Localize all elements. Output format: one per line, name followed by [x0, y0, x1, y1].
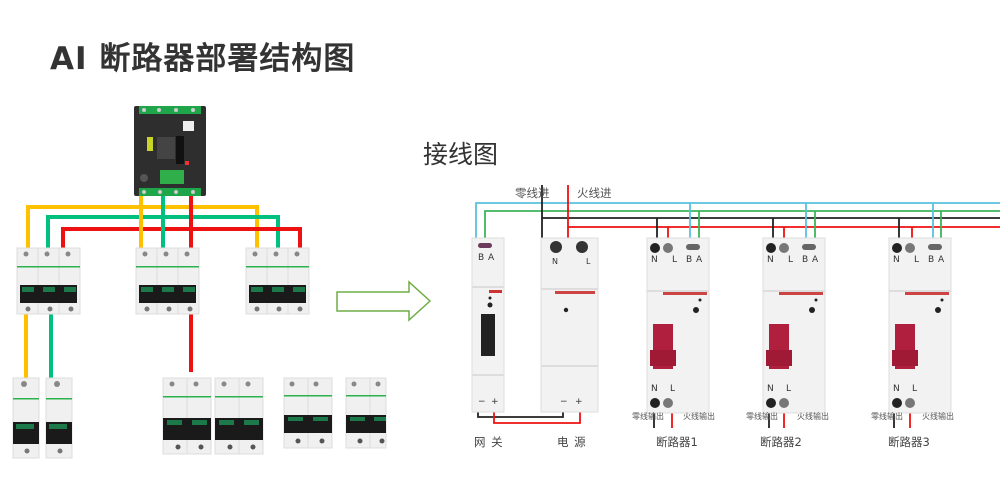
b1-top-b: B	[686, 255, 693, 265]
breaker-2p-a	[162, 377, 212, 455]
b1-top-l: L	[672, 255, 678, 265]
gateway-label: 网 关	[474, 435, 504, 449]
ai-breaker-3	[888, 237, 952, 414]
b3-top-a: A	[938, 255, 945, 265]
psu-terminal-minus: −	[560, 397, 568, 407]
level2-breakers	[12, 377, 387, 459]
page-title: AI 断路器部署结构图	[50, 41, 356, 77]
gateway-terminal-a: A	[488, 253, 495, 263]
main-breaker	[134, 106, 206, 196]
b3-bottom-l: L	[912, 384, 918, 394]
b1-bottom-l: L	[670, 384, 676, 394]
bus-rs485-a	[484, 210, 1000, 244]
b1-live-out-label: 火线输出	[683, 412, 715, 421]
gateway-device	[471, 237, 505, 413]
breaker-1p-b	[45, 377, 73, 459]
b3-top-b: B	[928, 255, 935, 265]
bus-live	[567, 185, 1000, 228]
breaker-3p-3	[245, 247, 310, 315]
b1-bottom-n: N	[651, 384, 658, 394]
b2-top-n: N	[767, 255, 774, 265]
b1-neutral-out-label: 零线输出	[632, 412, 664, 421]
breaker-2p-c	[283, 377, 333, 449]
breaker-2p-d	[345, 377, 387, 449]
b1-top-a: A	[696, 255, 703, 265]
wiring-diagram-title: 接线图	[423, 140, 499, 169]
psu-terminal-l: L	[586, 257, 591, 266]
dc-negative	[477, 412, 564, 418]
b2-live-out-label: 火线输出	[797, 412, 829, 421]
gateway-terminal-minus: −	[478, 397, 486, 407]
b2-bottom-l: L	[786, 384, 792, 394]
b2-bottom-n: N	[767, 384, 774, 394]
b2-neutral-out-label: 零线输出	[746, 412, 778, 421]
breaker-3-label: 断路器3	[888, 435, 930, 449]
psu-terminal-plus: +	[575, 397, 583, 407]
wire-red	[61, 227, 302, 248]
arrow-right-icon	[336, 280, 432, 322]
gateway-terminal-plus: +	[491, 397, 499, 407]
structure-wires	[24, 196, 302, 378]
wiring-buses	[475, 185, 1000, 428]
neutral-in-label: 零线进	[515, 186, 550, 200]
breaker-2p-b	[214, 377, 264, 455]
b3-live-out-label: 火线输出	[922, 412, 954, 421]
b2-top-l: L	[788, 255, 794, 265]
breaker-1p-a	[12, 377, 40, 459]
breaker-2-label: 断路器2	[760, 435, 802, 449]
breaker-3p-2	[135, 247, 200, 315]
ai-breaker-2	[762, 237, 826, 414]
bus-rs485-b	[475, 202, 1000, 244]
b3-top-l: L	[914, 255, 920, 265]
psu-terminal-n: N	[552, 257, 558, 266]
b3-bottom-n: N	[893, 384, 900, 394]
breaker-1-label: 断路器1	[656, 435, 698, 449]
level1-breakers	[16, 247, 310, 315]
b3-top-n: N	[893, 255, 900, 265]
power-supply-device	[540, 237, 599, 413]
b1-top-n: N	[651, 255, 658, 265]
b2-top-a: A	[812, 255, 819, 265]
gateway-terminal-b: B	[478, 253, 485, 263]
ai-breaker-1	[646, 237, 710, 414]
b2-top-b: B	[802, 255, 809, 265]
dc-positive	[493, 412, 581, 424]
power-supply-label: 电 源	[557, 435, 587, 449]
live-in-label: 火线进	[577, 186, 612, 200]
breaker-3p-1	[16, 247, 81, 315]
b3-neutral-out-label: 零线输出	[871, 412, 903, 421]
